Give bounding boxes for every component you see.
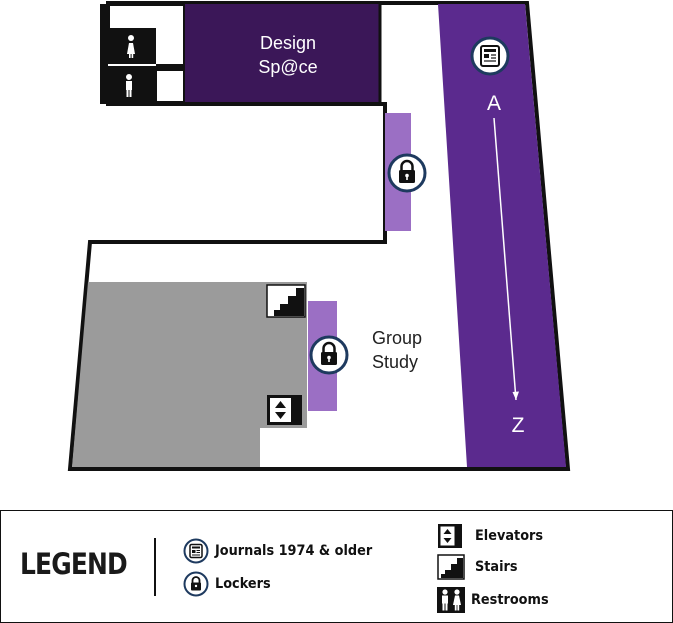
journal-stacks-area (438, 4, 566, 467)
legend-label-elevators: Elevators (475, 528, 544, 544)
legend-label-journals: Journals 1974 & older (215, 543, 373, 559)
range-start-label: A (487, 92, 501, 115)
lockers-icon (387, 153, 427, 193)
legend-label-stairs: Stairs (475, 559, 518, 575)
design-space-label-line2: Sp@ce (258, 57, 317, 77)
legend: LEGEND Journals 1974 & older Lockers (0, 510, 673, 623)
gray-area (72, 282, 307, 467)
stairs-icon (266, 284, 306, 318)
legend-item-stairs: Stairs (437, 554, 521, 580)
lockers-icon (309, 335, 349, 375)
legend-label-restrooms: Restrooms (471, 592, 549, 608)
arrow-head-icon (512, 391, 519, 400)
group-study-label-line1: Group (372, 328, 422, 348)
design-space-room (185, 4, 380, 102)
range-end-label: Z (512, 414, 525, 437)
legend-title: LEGEND (20, 547, 128, 581)
a-to-z-arrow (493, 117, 517, 401)
design-space-label-line1: Design (260, 33, 316, 53)
stairs-icon (437, 554, 465, 580)
elevator-icon (267, 395, 302, 425)
lockers-icon (183, 571, 209, 597)
male-restroom-icon (126, 74, 132, 97)
floor-plan-map: Design Sp@ce Group Study A Z (67, 1, 571, 471)
female-restroom-icon (127, 35, 135, 58)
legend-item-lockers: Lockers (183, 571, 276, 597)
journals-icon (183, 538, 209, 564)
legend-item-journals: Journals 1974 & older (183, 538, 386, 564)
journals-icon (470, 36, 510, 76)
legend-item-elevators: Elevators (437, 523, 549, 549)
legend-item-restrooms: Restrooms (437, 587, 555, 613)
legend-label-lockers: Lockers (215, 576, 271, 592)
restrooms-icon (437, 587, 465, 613)
legend-divider (154, 538, 156, 596)
group-study-label-line2: Study (372, 352, 418, 372)
elevator-icon (438, 524, 462, 548)
